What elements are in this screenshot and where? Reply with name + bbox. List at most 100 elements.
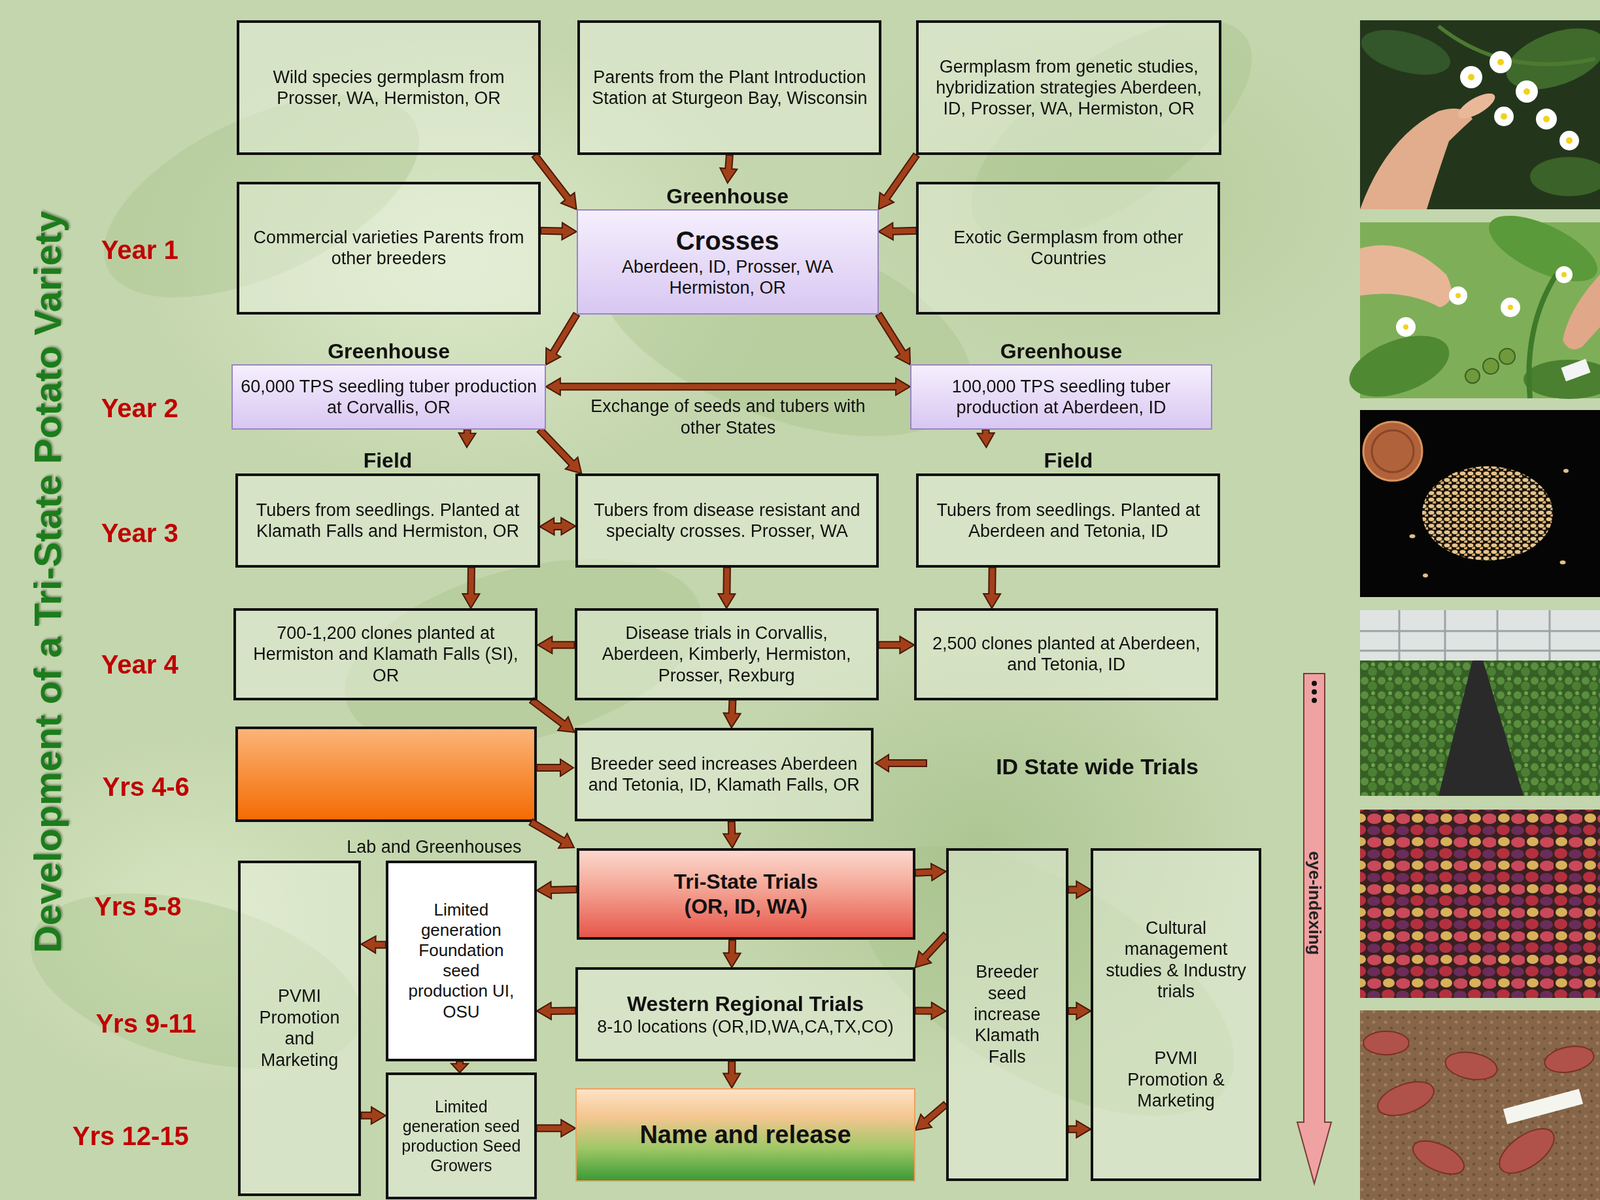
box-text: Crosses [676,224,780,257]
process-box: FieldTubers from seedlings. Planted at K… [235,447,540,568]
box-outline: Tubers from disease resistant and specia… [575,473,879,568]
box-text: Limited generation Foundation seed produ… [402,899,520,1022]
process-box: Cultural management studies & Industry t… [1090,848,1262,1181]
box-text: PVMI Promotion and Marketing [250,985,349,1071]
year-label: Year 4 [101,648,179,681]
box-text: PVMI Promotion & Marketing [1118,1047,1234,1111]
year-label: Yrs 9-11 [95,1007,196,1039]
box-text: 60,000 TPS seedling tuber production at … [239,375,539,419]
process-box: Name and release [575,1088,916,1183]
box-outline: CrossesAberdeen, ID, Prosser, WA Hermist… [576,209,879,315]
box-text: Limited generation seed production Seed … [395,1096,527,1175]
box-text: Tubers from disease resistant and specia… [584,499,869,543]
box-text: 8-10 locations (OR,ID,WA,CA,TX,CO) [596,1016,894,1038]
box-outline: Wild species germplasm from Prosser, WA,… [236,20,541,155]
box-text: Western Regional Trials [627,991,864,1017]
box-outline: Exotic Germplasm from other Countries [916,181,1221,315]
box-outline: Tri-State Trials (OR, ID, WA) [576,848,916,940]
box-text: Wild species germplasm from Prosser, WA,… [245,66,532,110]
flow-arrow [451,1061,469,1073]
flow-arrow [915,1101,949,1130]
flow-arrow [529,697,575,733]
year-label: Yrs 12-15 [72,1120,189,1152]
box-outline: PVMI Promotion and Marketing [238,860,362,1196]
box-outline: Name and release [575,1088,916,1183]
box-outline: Commercial varieties Parents from other … [236,181,541,315]
flow-arrow [878,636,915,654]
process-box: Disease trials in Corvallis, Aberdeen, K… [574,608,879,700]
box-outline: Breeder seed increase Klamath Falls [946,848,1069,1181]
process-box: Greenhouse100,000 TPS seedling tuber pro… [910,338,1213,430]
year-label: Yrs 4-6 [102,770,189,803]
flow-arrow [536,881,577,899]
process-box: Commercial varieties Parents from other … [236,181,541,315]
box-outline: 700-1,200 clones planted at Hermiston an… [233,608,538,700]
box-heading: Greenhouse [576,183,879,210]
flow-arrow [875,312,911,365]
box-text: Aberdeen, ID, Prosser, WA Hermiston, OR [584,256,871,299]
flow-arrow [537,636,575,654]
flow-arrow [983,567,1001,609]
box-text: Germplasm from genetic studies, hybridiz… [925,56,1213,120]
year-label: Year 1 [101,234,179,266]
box-text: Cultural management studies & Industry t… [1099,917,1253,1003]
box-text: Tubers from seedlings. Planted at Klamat… [244,499,531,543]
box-outline: Tubers from seedlings. Planted at Aberde… [916,473,1221,568]
flow-arrow [540,517,577,535]
box-outline: Germplasm from genetic studies, hybridiz… [916,20,1222,155]
process-box: Limited generation seed production Seed … [385,1072,537,1200]
process-box: Germplasm from genetic studies, hybridiz… [916,20,1222,155]
diagram-title: Development of a Tri-State Potato Variet… [25,210,72,953]
year-label: Yrs 5-8 [94,890,182,922]
process-box: GreenhouseCrossesAberdeen, ID, Prosser, … [576,183,879,315]
box-text: Tri-State Trials (OR, ID, WA) [657,868,835,920]
edge-label: Exchange of seeds and tubers with other … [577,395,879,439]
box-heading: Field [235,447,540,474]
box-text: 700-1,200 clones planted at Hermiston an… [242,622,529,686]
box-text: Breeder seed increases Aberdeen and Teto… [583,753,865,796]
flow-arrow [723,939,741,968]
box-text: 2,500 clones planted at Aberdeen, and Te… [923,632,1209,676]
year-label: Year 3 [101,517,179,549]
process-box: Parents from the Plant Introduction Stat… [577,20,882,155]
flow-arrow [545,377,911,395]
flow-arrow [915,1002,947,1020]
box-outline: Limited generation seed production Seed … [385,1072,537,1200]
process-box: Tubers from disease resistant and specia… [575,473,879,568]
box-outline: Breeder seed increases Aberdeen and Teto… [574,727,874,822]
box-outline: 2,500 clones planted at Aberdeen, and Te… [914,608,1219,700]
box-text: Parents from the Plant Introduction Stat… [586,66,873,110]
flow-arrow [537,427,582,475]
box-outline: Western Regional Trials8-10 locations (O… [575,967,916,1062]
flow-arrow [540,222,577,240]
box-heading: Greenhouse [231,338,546,365]
flow-arrow [536,1119,576,1137]
box-outline: Tubers from seedlings. Planted at Klamat… [235,473,540,568]
process-box: Wild species germplasm from Prosser, WA,… [236,20,541,155]
flow-arrow [717,567,735,609]
flow-arrow [545,312,580,365]
year-label: Year 2 [101,392,179,424]
process-box: PVMI Promotion and Marketing [238,860,362,1196]
process-box: 700-1,200 clones planted at Hermiston an… [233,608,538,700]
flow-arrow [719,154,737,184]
box-heading: Field [916,447,1221,474]
flow-arrow [723,699,741,728]
flow-arrow [360,935,386,953]
box-outline: Parents from the Plant Introduction Stat… [577,20,882,155]
flow-arrow [536,1002,576,1020]
process-box: 2,500 clones planted at Aberdeen, and Te… [914,608,1219,700]
flow-arrow [723,821,741,849]
flow-arrow [360,1106,386,1124]
flow-arrow [977,429,995,448]
box-text: Commercial varieties Parents from other … [245,226,532,270]
box-text: Breeder seed increase Klamath Falls [966,961,1049,1068]
flow-arrow [915,863,947,881]
flow-arrow [878,153,920,210]
process-box: Exotic Germplasm from other Countries [916,181,1221,315]
box-text: Disease trials in Corvallis, Aberdeen, K… [583,622,870,686]
flow-arrow [915,932,949,968]
flow-arrow [878,222,917,240]
box-text: Exotic Germplasm from other Countries [925,226,1211,270]
box-outline: 60,000 TPS seedling tuber production at … [231,364,546,430]
